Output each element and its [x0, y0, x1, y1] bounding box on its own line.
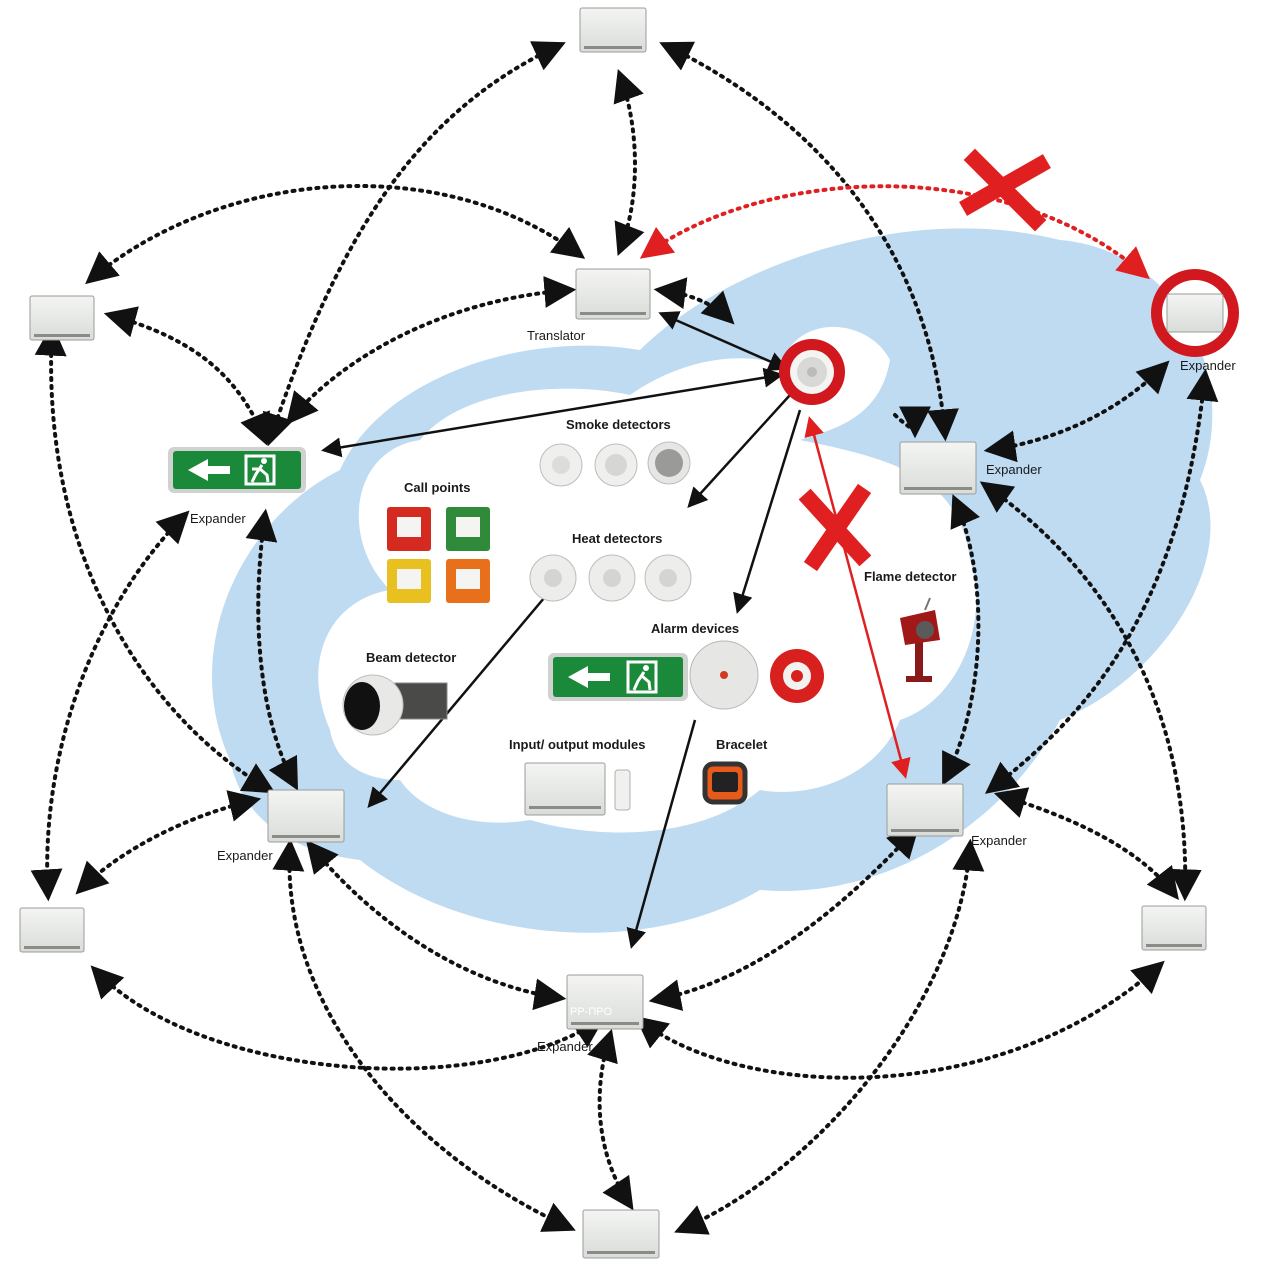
bracelet-icon	[702, 761, 748, 805]
expander-unit	[19, 907, 85, 953]
expander-unit	[29, 295, 95, 341]
mesh-links	[30, 41, 1219, 1235]
exit-sign-icon	[168, 447, 306, 493]
smoke-detector-icon	[594, 443, 638, 487]
expander-label: Expander	[190, 511, 246, 526]
expander-unit	[267, 789, 345, 843]
group-label-io: Input/ output modules	[509, 737, 645, 752]
expander-unit	[582, 1209, 660, 1259]
expander-unit	[899, 441, 977, 495]
expander-label: Expander	[537, 1039, 593, 1054]
heat-detector-icon	[529, 554, 577, 602]
group-label-beam: Beam detector	[366, 650, 456, 665]
hub-detector-icon	[779, 339, 845, 405]
cross-icon	[959, 148, 1051, 232]
group-label-heat: Heat detectors	[572, 531, 662, 546]
flame-detector-icon	[900, 597, 940, 682]
call-point-icon	[387, 507, 431, 551]
expander-unit	[566, 974, 644, 1030]
smoke-detector-icon	[647, 441, 691, 485]
failed-link-translator-expander	[639, 184, 1150, 280]
translator-unit	[575, 268, 651, 320]
beam-detector-icon	[342, 674, 448, 736]
expander-label: Expander	[217, 848, 273, 863]
call-point-icon	[446, 507, 490, 551]
failed-expander-unit	[1151, 269, 1239, 357]
call-point-icon	[446, 559, 490, 603]
expander-label: Expander	[971, 833, 1027, 848]
expander-unit	[886, 783, 964, 837]
expander-unit	[579, 7, 647, 53]
translator-label: Translator	[527, 328, 586, 343]
call-point-icon	[387, 559, 431, 603]
group-label-flame: Flame detector	[864, 569, 956, 584]
heat-detector-icon	[644, 554, 692, 602]
expander-label: Expander	[986, 462, 1042, 477]
group-label-bracelet: Bracelet	[716, 737, 768, 752]
heat-detector-icon	[588, 554, 636, 602]
group-label-call: Call points	[404, 480, 470, 495]
expander-module-text: PP-ΠΡΟ	[570, 1006, 613, 1018]
expander-label: Expander	[1180, 358, 1236, 373]
beacon-icon	[770, 649, 824, 703]
sounder-icon	[689, 640, 759, 710]
group-label-alarm: Alarm devices	[651, 621, 739, 636]
failed-link-hub-expander	[804, 416, 911, 779]
smoke-detector-icon	[539, 443, 583, 487]
cross-icon	[798, 483, 872, 572]
exit-sign-icon	[548, 653, 688, 701]
hub-links	[321, 311, 802, 949]
group-label-smoke: Smoke detectors	[566, 417, 671, 432]
expander-unit	[1141, 905, 1207, 951]
io-module-icon	[524, 762, 631, 816]
